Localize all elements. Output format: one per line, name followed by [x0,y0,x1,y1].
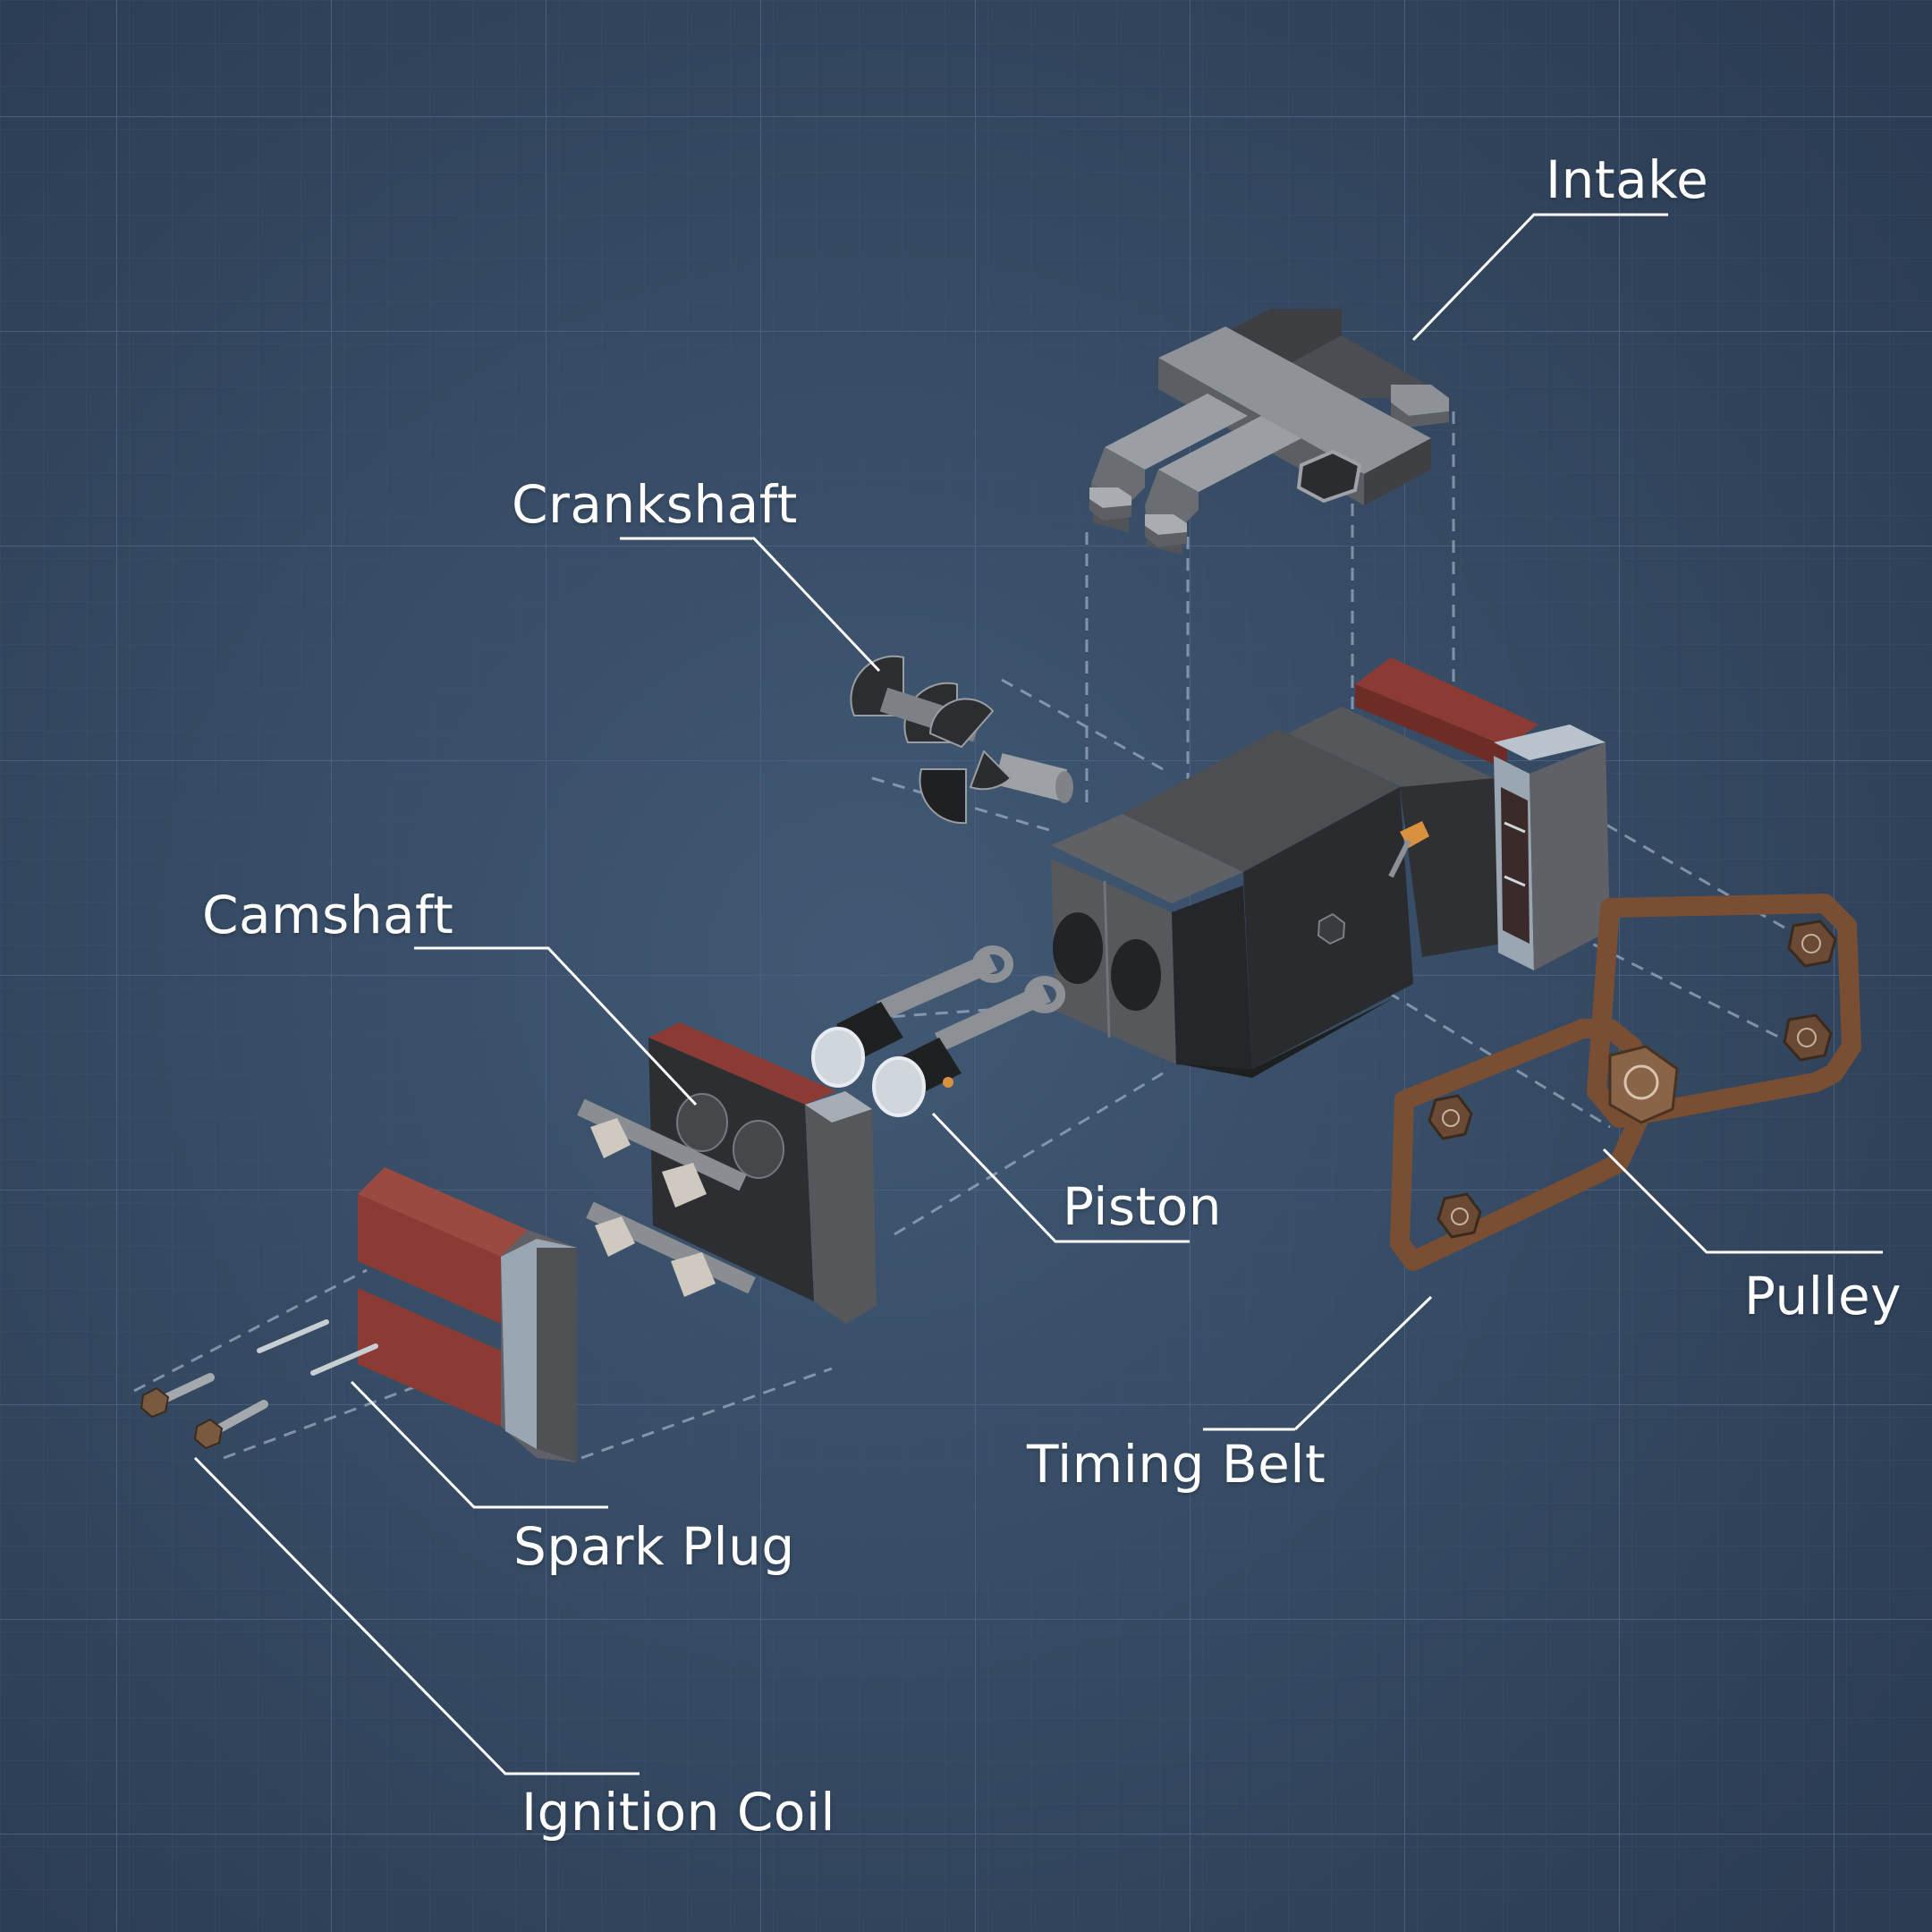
timing-belt-system [1390,894,1861,1271]
piston-assembly [811,945,1065,1117]
head-cover [358,1167,577,1462]
pulley-wheels [1428,919,1837,1239]
engine-block [1051,657,1610,1078]
crankshaft [850,655,1073,825]
leader-piston [931,1112,1190,1243]
leader-spark-plug [350,1380,608,1509]
leader-ignition-coil [193,1456,640,1775]
leader-camshaft [414,946,698,1106]
label-intake: Intake [1546,149,1709,210]
label-spark-plug: Spark Plug [513,1516,795,1577]
label-crankshaft: Crankshaft [512,474,798,535]
label-camshaft: Camshaft [202,885,454,945]
leader-lines [193,213,1883,1775]
label-pulley: Pulley [1744,1266,1902,1326]
intake-manifold [1089,309,1449,555]
label-timing-belt: Timing Belt [1027,1434,1326,1495]
label-piston: Piston [1063,1176,1223,1237]
spark-plugs [257,1319,378,1376]
leader-timing-belt [1293,1295,1433,1431]
camshafts [577,1098,756,1297]
leader-crankshaft [620,537,881,673]
label-ignition-coil: Ignition Coil [521,1782,836,1843]
leader-pulley [1602,1148,1883,1254]
ignition-coils [140,1373,268,1450]
leader-intake [1411,213,1668,342]
